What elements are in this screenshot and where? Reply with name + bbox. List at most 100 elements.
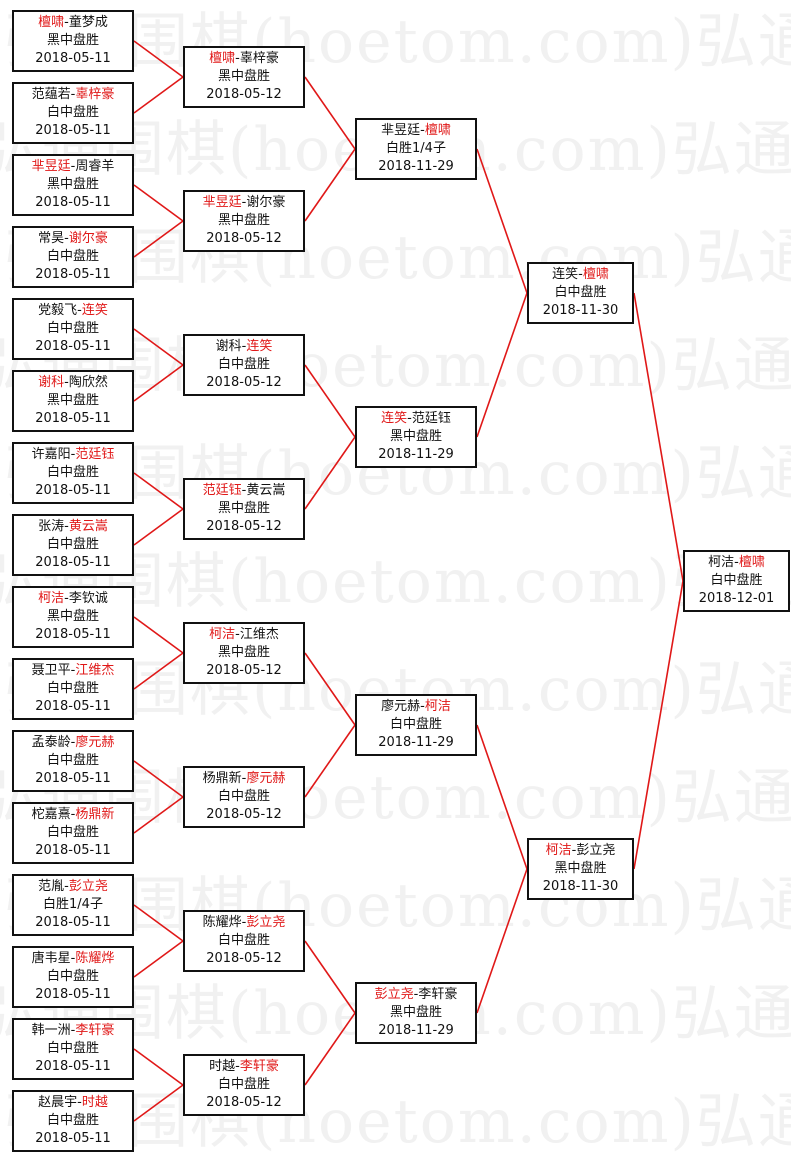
match-result: 白中盘胜 xyxy=(46,681,99,696)
player-one: 范廷钰 xyxy=(202,483,242,498)
versus-dash: - xyxy=(571,843,577,858)
versus-dash: - xyxy=(70,159,76,174)
player-one: 檀啸 xyxy=(38,15,65,30)
match-date: 2018-05-11 xyxy=(35,51,111,66)
match-result: 白中盘胜 xyxy=(46,969,99,984)
player-one: 张涛 xyxy=(38,519,65,534)
bracket-connector xyxy=(304,364,356,438)
match-players: 柯洁-李钦诚 xyxy=(14,590,132,608)
player-two: 杨鼎新 xyxy=(75,807,115,822)
bracket-connector xyxy=(133,76,184,114)
match-result: 白中盘胜 xyxy=(46,825,99,840)
player-two: 李轩豪 xyxy=(239,1059,279,1074)
player-one: 陈耀烨 xyxy=(202,915,242,930)
match-result: 黑中盘胜 xyxy=(46,609,99,624)
player-two: 彭立尧 xyxy=(576,843,616,858)
match-players: 彭立尧-李轩豪 xyxy=(357,986,475,1004)
bracket-connector xyxy=(304,1012,356,1086)
match-date: 2018-05-11 xyxy=(35,699,111,714)
player-one: 范胤 xyxy=(38,879,65,894)
player-one: 谢科 xyxy=(38,375,65,390)
match-result: 黑中盘胜 xyxy=(217,69,270,84)
player-one: 檀啸 xyxy=(209,51,236,66)
versus-dash: - xyxy=(70,951,76,966)
player-one: 许嘉阳 xyxy=(31,447,71,462)
player-one: 赵晨宇 xyxy=(38,1095,78,1110)
match-result: 白中盘胜 xyxy=(217,933,270,948)
match-result: 白胜1/4子 xyxy=(43,897,103,912)
player-two: 周睿羊 xyxy=(75,159,115,174)
player-one: 柯洁 xyxy=(209,627,236,642)
match-date: 2018-05-11 xyxy=(35,195,111,210)
versus-dash: - xyxy=(64,879,69,894)
bracket-connector xyxy=(476,148,528,294)
match-date: 2018-05-11 xyxy=(35,627,111,642)
match-result: 白中盘胜 xyxy=(46,1041,99,1056)
match-date: 2018-05-11 xyxy=(35,915,111,930)
match-date: 2018-11-29 xyxy=(378,447,454,462)
player-two: 彭立尧 xyxy=(68,879,108,894)
match-players: 檀啸-辜梓豪 xyxy=(185,50,303,68)
match-date: 2018-05-11 xyxy=(35,1131,111,1146)
player-two: 陈耀烨 xyxy=(75,951,115,966)
bracket-connector xyxy=(133,940,184,978)
match-date: 2018-11-29 xyxy=(378,1023,454,1038)
match-players: 谢科-陶欣然 xyxy=(14,374,132,392)
match-result: 白中盘胜 xyxy=(710,573,763,588)
match-date: 2018-12-01 xyxy=(698,591,775,606)
player-two: 檀啸 xyxy=(738,555,765,570)
bracket-connector xyxy=(133,184,184,222)
bracket-connector xyxy=(133,1048,184,1086)
versus-dash: - xyxy=(578,267,583,282)
match-date: 2018-11-30 xyxy=(542,879,619,894)
match-result: 黑中盘胜 xyxy=(389,1005,442,1020)
player-one: 时越 xyxy=(209,1059,236,1074)
versus-dash: - xyxy=(64,519,69,534)
versus-dash: - xyxy=(70,663,76,678)
player-one: 常昊 xyxy=(38,231,65,246)
player-one: 柯洁 xyxy=(545,843,572,858)
bracket-connector xyxy=(133,616,184,654)
match-players: 范廷钰-黄云嵩 xyxy=(185,482,303,500)
player-two: 时越 xyxy=(81,1095,108,1110)
player-two: 连笑 xyxy=(246,339,273,354)
match-date: 2018-05-11 xyxy=(35,987,111,1002)
match-result: 白中盘胜 xyxy=(46,1113,99,1128)
player-two: 江维杰 xyxy=(239,627,279,642)
player-two: 黄云嵩 xyxy=(68,519,108,534)
player-one: 柯洁 xyxy=(708,555,735,570)
versus-dash: - xyxy=(413,987,419,1002)
bracket-connector xyxy=(633,292,684,582)
match-players: 芈昱廷-谢尔豪 xyxy=(185,194,303,212)
match-date: 2018-05-12 xyxy=(206,807,282,822)
match-players: 唐韦星-陈耀烨 xyxy=(14,950,132,968)
versus-dash: - xyxy=(70,807,76,822)
match-box: 范胤-彭立尧白胜1/4子 2018-05-11 xyxy=(12,874,134,936)
player-two: 连笑 xyxy=(81,303,108,318)
versus-dash: - xyxy=(235,1059,240,1074)
match-result: 白中盘胜 xyxy=(389,717,442,732)
versus-dash: - xyxy=(70,87,76,102)
bracket-connector xyxy=(133,760,184,798)
match-result: 白中盘胜 xyxy=(46,321,99,336)
player-two: 廖元赫 xyxy=(75,735,115,750)
player-two: 李轩豪 xyxy=(418,987,458,1002)
versus-dash: - xyxy=(64,15,69,30)
player-one: 范蕴若 xyxy=(31,87,71,102)
match-date: 2018-05-12 xyxy=(206,375,282,390)
player-two: 童梦成 xyxy=(68,15,108,30)
versus-dash: - xyxy=(70,447,76,462)
match-box: 彭立尧-李轩豪黑中盘胜 2018-11-29 xyxy=(355,982,477,1044)
match-date: 2018-05-12 xyxy=(206,231,282,246)
match-date: 2018-05-11 xyxy=(35,771,111,786)
player-two: 江维杰 xyxy=(75,663,115,678)
